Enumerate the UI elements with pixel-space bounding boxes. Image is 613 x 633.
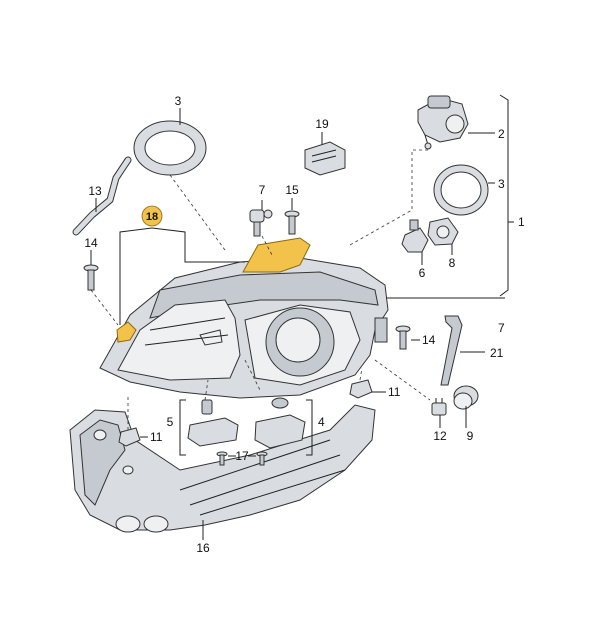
- callout-7-top: 7: [259, 183, 266, 197]
- bulb-6: [401, 219, 429, 253]
- headlight-housing: [99, 257, 389, 399]
- callout-19: 19: [315, 117, 329, 131]
- ring-seal-3-top: [133, 120, 207, 176]
- callout-3-right: 3: [498, 177, 505, 191]
- strip-21: [440, 315, 463, 386]
- highlighted-part-18-tab: [116, 321, 137, 343]
- callout-7-right: 7: [498, 321, 505, 335]
- callout-8: 8: [449, 256, 456, 270]
- highlighted-part-18: [242, 237, 311, 273]
- actuator-2: [417, 95, 469, 150]
- cap-9: [453, 385, 479, 410]
- callout-14-left: 14: [84, 236, 98, 250]
- module-5: [187, 399, 239, 447]
- screw-14-right: [395, 325, 411, 350]
- callout-11-right: 11: [388, 385, 401, 399]
- callout-14-right: 14: [422, 333, 436, 347]
- part-8: [427, 217, 459, 246]
- callout-1: 1: [518, 215, 525, 229]
- screw-7-top: [249, 209, 273, 237]
- connector-19: [304, 141, 346, 176]
- screw-15: [284, 210, 300, 235]
- bulb-12: [431, 398, 447, 416]
- clip-11-left: [118, 427, 141, 447]
- clip-11-right: [349, 379, 373, 399]
- module-4: [254, 397, 306, 449]
- screw-14-left: [83, 264, 99, 291]
- callout-2: 2: [498, 127, 505, 141]
- callout-17: 17: [235, 449, 249, 463]
- callout-9: 9: [467, 429, 474, 443]
- callout-5: 5: [167, 415, 174, 429]
- callout-15: 15: [285, 183, 299, 197]
- callout-18-badge: [141, 205, 163, 227]
- callout-13: 13: [88, 184, 102, 198]
- ring-seal-3-right: [433, 164, 489, 216]
- leader-lines: [90, 94, 514, 540]
- callout-11-left: 11: [150, 430, 163, 444]
- callout-6: 6: [419, 266, 426, 280]
- mounting-bracket: [69, 404, 376, 533]
- callout-21: 21: [490, 346, 504, 360]
- callout-4: 4: [318, 415, 325, 429]
- callout-16: 16: [196, 541, 210, 555]
- callout-18: 18: [146, 211, 158, 223]
- screws-17: [216, 451, 268, 466]
- callout-3-top: 3: [175, 94, 182, 108]
- callout-12: 12: [433, 429, 447, 443]
